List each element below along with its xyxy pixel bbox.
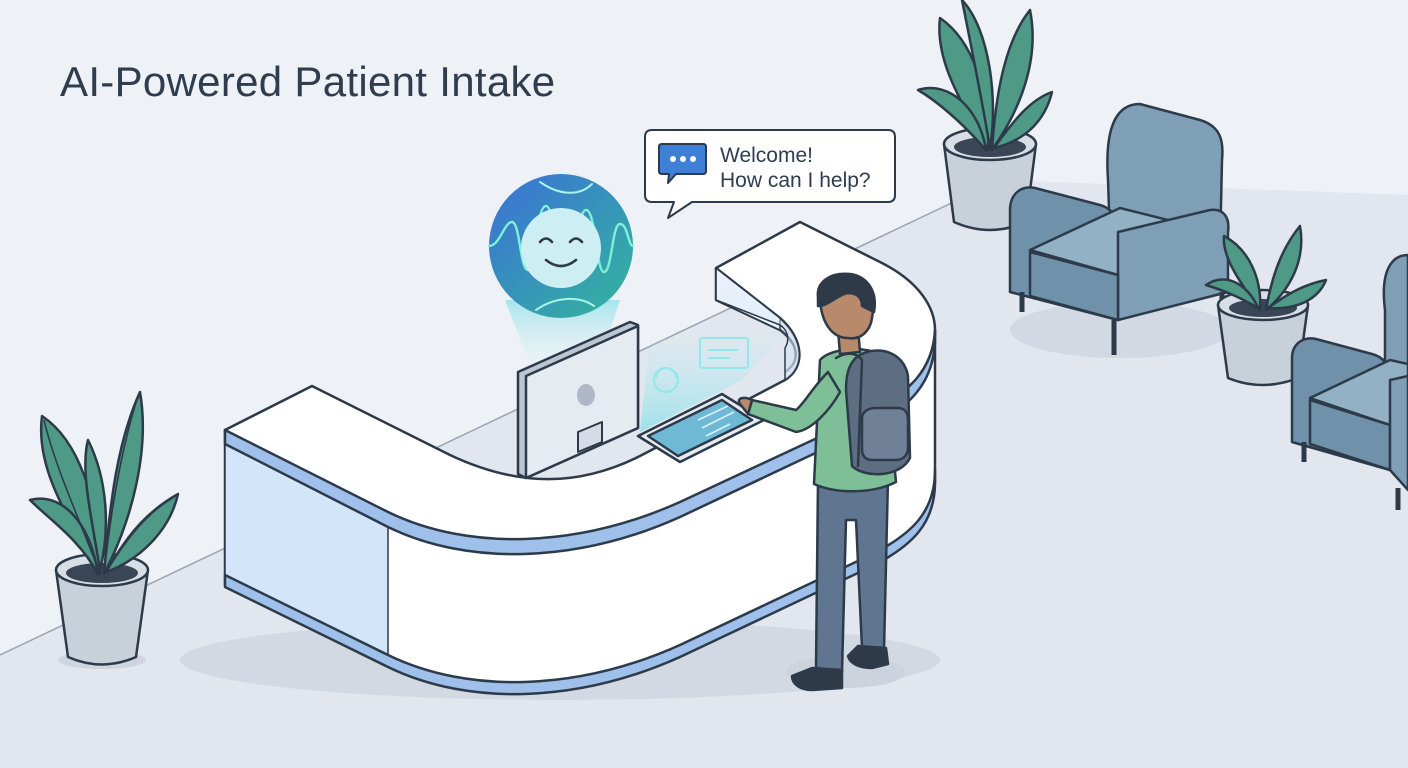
plant-left	[28, 390, 180, 669]
reception-desk	[180, 220, 940, 700]
person	[737, 272, 912, 692]
plant-top	[916, 0, 1054, 232]
bubble-line-1: Welcome!	[720, 144, 813, 167]
page-title: AI-Powered Patient Intake	[60, 58, 556, 105]
hologram	[640, 330, 790, 432]
smiley-face-icon	[521, 208, 601, 288]
bubble-line-2: How can I help?	[720, 169, 871, 192]
plant-right	[1204, 224, 1328, 387]
monitor	[516, 320, 640, 480]
tablet	[636, 392, 766, 464]
chat-bubble-icon	[658, 143, 707, 184]
ai-assistant-orb	[487, 174, 635, 318]
speech-bubble-shape	[644, 129, 896, 219]
speech-bubble: Welcome! How can I help?	[644, 129, 896, 219]
speech-bubble-text: Welcome! How can I help?	[720, 143, 871, 193]
armchair-1	[1008, 102, 1230, 358]
armchair-2	[1290, 253, 1408, 510]
